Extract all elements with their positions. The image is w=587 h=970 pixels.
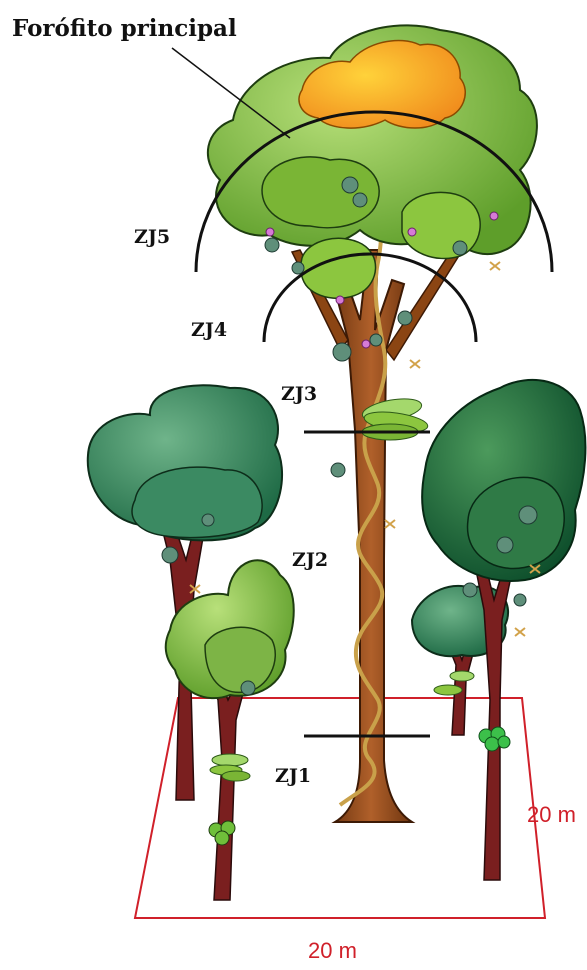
plot-depth-label: 20 m [527,802,576,827]
left-front-trunk [205,668,246,900]
main-crown-lobe-lower-right [402,192,480,258]
zone-label-zj2: ZJ2 [292,549,328,571]
flowering-top [299,40,465,128]
left-front-crown-inner [205,627,275,692]
main-crown-lobe [262,157,379,228]
right-fruit-cluster [479,727,510,751]
zone-label-zj1: ZJ1 [275,765,311,787]
right-bromeliad [434,671,474,695]
left-bromeliad [210,754,250,781]
zone-label-zj5: ZJ5 [134,226,170,248]
zone-label-zj4: ZJ4 [191,319,227,341]
plot-width-label: 20 m [308,938,357,963]
title-label: Forófito principal [12,15,237,42]
zone-label-zj3: ZJ3 [281,383,317,405]
left-back-crown-inner [132,467,262,537]
